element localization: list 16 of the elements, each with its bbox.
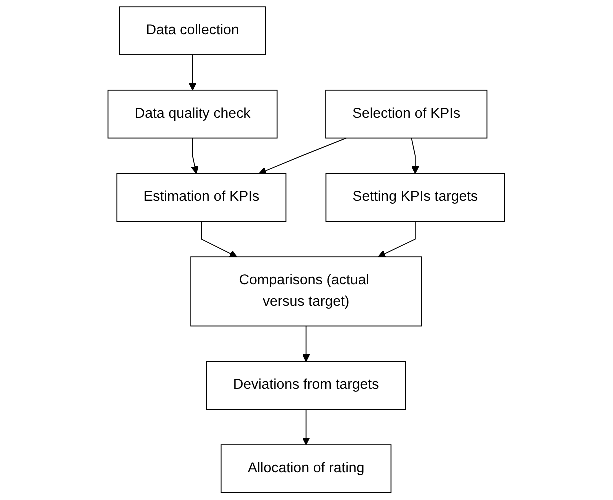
arrow [378,221,416,258]
node-box: Selection of KPIs [326,90,488,139]
arrow [302,326,310,362]
node-box: Data quality check [108,90,278,139]
node-box: Data collection [119,6,266,56]
node-box: Comparisons (actual versus target) [190,256,422,327]
arrow [302,409,310,446]
arrow [201,221,238,258]
arrow [191,138,199,174]
arrow [188,54,197,91]
arrow [258,138,347,175]
node-box: Allocation of rating [220,444,392,494]
node-box: Estimation of KPIs [116,173,287,222]
arrow [411,138,420,174]
node-box: Setting KPIs targets [326,173,506,222]
node-box: Deviations from targets [206,361,406,410]
